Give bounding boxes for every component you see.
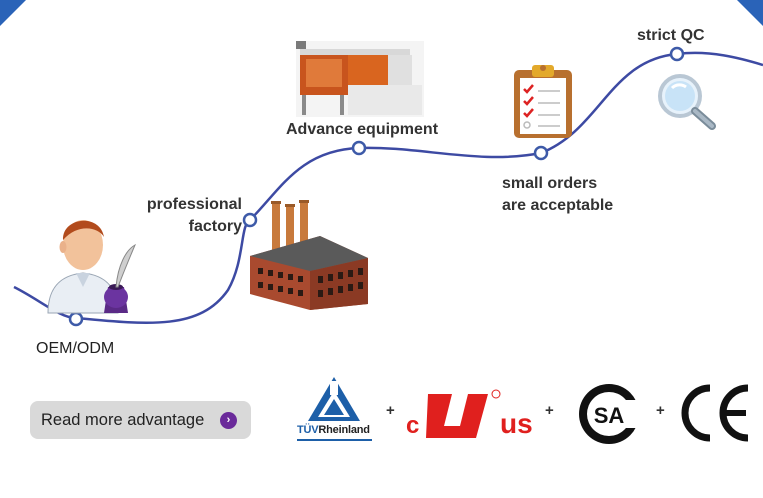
factory-icon — [250, 200, 368, 310]
step-label-factory: professional factory — [142, 194, 242, 238]
timeline-node-equipment — [351, 140, 367, 156]
step-label-small-line2: are acceptable — [502, 197, 614, 214]
plus-separator-2: + — [545, 402, 554, 419]
ul-listed-logo-icon — [426, 389, 501, 438]
clipboard-checklist-icon — [514, 65, 572, 138]
step-label-small-orders: small orders are acceptable — [502, 173, 613, 217]
step-label-qc: strict QC — [637, 27, 705, 44]
corner-decoration-right — [737, 0, 763, 26]
step-label-equipment: Advance equipment — [286, 121, 439, 138]
timeline-node-factory — [242, 212, 258, 228]
plus-separator-1: + — [386, 402, 395, 419]
tuv-prefix: TÜV — [297, 424, 319, 436]
tuv-rheinland-logo-icon — [308, 377, 360, 421]
corner-decoration-left — [0, 0, 26, 26]
step-label-factory-line1: professional — [146, 196, 242, 213]
tuv-name: Rheinland — [318, 424, 370, 436]
read-more-button[interactable]: Read more advantage › — [30, 401, 251, 439]
step-label-oem: OEM/ODM — [36, 340, 115, 357]
designer-person-icon — [47, 220, 137, 314]
ul-us-text: us — [500, 408, 533, 439]
svg-text:SA: SA — [594, 403, 625, 428]
read-more-label: Read more advantage — [41, 410, 205, 429]
tuv-underline — [297, 439, 372, 441]
magnifier-icon — [658, 74, 716, 130]
step-label-factory-line2: factory — [188, 218, 242, 235]
step-label-small-line1: small orders — [502, 175, 598, 192]
timeline-node-small-orders — [533, 145, 549, 161]
ul-c-text: c — [406, 412, 420, 439]
csa-logo-icon: SA — [579, 384, 641, 444]
plus-separator-3: + — [656, 402, 665, 419]
chevron-right-icon: › — [220, 412, 237, 429]
ce-mark-icon — [681, 384, 749, 442]
timeline-node-qc — [669, 46, 685, 62]
machine-equipment-icon — [296, 41, 424, 117]
tuv-rheinland-text: TÜVRheinland — [297, 424, 370, 436]
